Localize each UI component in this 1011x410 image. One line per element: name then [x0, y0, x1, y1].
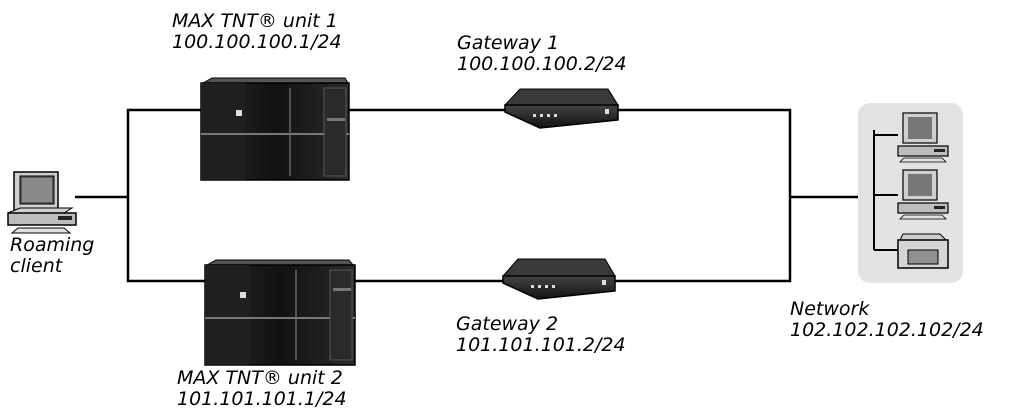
gateway-2-icon — [501, 258, 616, 300]
gateway-2-name: Gateway 2 — [456, 313, 559, 335]
max-unit-1-name: MAX TNT® unit 1 — [172, 10, 338, 32]
network-label: Network 102.102.102.102/24 — [790, 299, 984, 341]
roaming-client-label: Roaming client — [10, 235, 94, 277]
network-address: 102.102.102.102/24 — [790, 319, 984, 341]
roaming-client-line2: client — [10, 255, 63, 277]
lower-path — [126, 197, 792, 283]
max-tnt-unit-1-icon — [200, 77, 350, 181]
max-unit-1-address: 100.100.100.1/24 — [172, 31, 342, 53]
max-tnt-unit-2-icon — [204, 259, 356, 366]
gateway-1-icon — [503, 88, 619, 129]
network-pc-1-icon — [897, 112, 949, 163]
max-unit-2-label: MAX TNT® unit 2 101.101.101.1/24 — [177, 368, 347, 410]
network-printer-icon — [897, 233, 949, 269]
network-pc-2-icon — [897, 169, 949, 220]
gateway-2-label: Gateway 2 101.101.101.2/24 — [456, 314, 626, 356]
gateway-1-address: 100.100.100.2/24 — [457, 53, 627, 75]
max-unit-2-address: 101.101.101.1/24 — [177, 388, 347, 410]
upper-path — [126, 108, 792, 197]
gateway-1-name: Gateway 1 — [457, 32, 560, 54]
roaming-client-line1: Roaming — [10, 234, 95, 256]
network-icon — [858, 103, 963, 283]
gateway-2-address: 101.101.101.2/24 — [456, 334, 626, 356]
gateway-1-label: Gateway 1 100.100.100.2/24 — [457, 33, 627, 75]
max-unit-1-label: MAX TNT® unit 1 100.100.100.1/24 — [172, 11, 342, 53]
roaming-client-pc-icon — [7, 171, 77, 234]
max-unit-2-name: MAX TNT® unit 2 — [177, 367, 343, 389]
connection-lines — [75, 108, 870, 283]
network-name: Network — [790, 298, 870, 320]
